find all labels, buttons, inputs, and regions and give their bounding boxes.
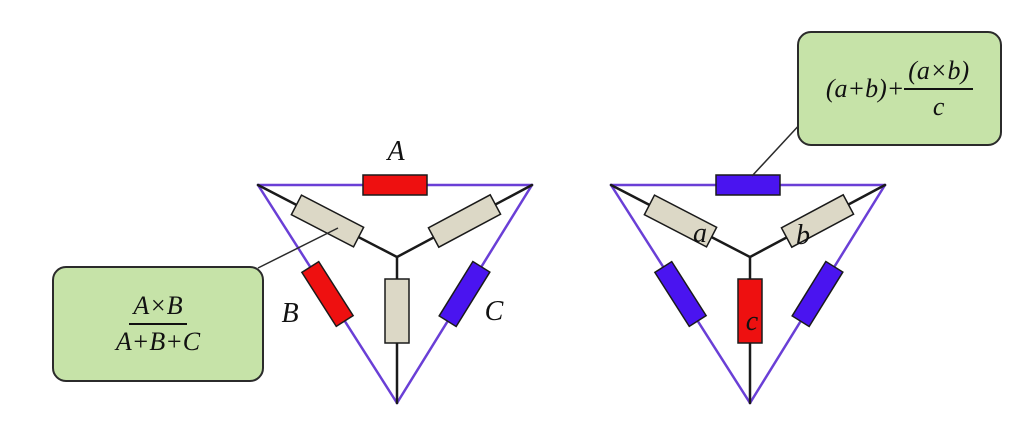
- right-resistor-top: [715, 174, 781, 196]
- right-resistor-star-bottom: [737, 278, 763, 344]
- left-resistor-star-bottom: [384, 278, 410, 344]
- component-labels: A B C a b c: [281, 136, 810, 337]
- right-resistor-star-left: [643, 194, 718, 248]
- leader-line-star: [257, 227, 339, 269]
- star-fraction: A×B A+B+C: [112, 291, 204, 357]
- right-circuit: [609, 174, 887, 405]
- left-resistor-left: [300, 260, 355, 328]
- right-resistor-star-right: [780, 193, 855, 249]
- label-c: c: [746, 306, 759, 337]
- delta-numerator: (a×b): [904, 56, 974, 90]
- left-circuit: [256, 174, 534, 405]
- label-C: C: [485, 296, 504, 327]
- delta-denominator: c: [932, 91, 945, 121]
- star-denominator: A+B+C: [115, 327, 201, 356]
- label-B: B: [281, 298, 298, 329]
- right-resistor-right: [791, 260, 844, 328]
- label-a: a: [693, 218, 707, 249]
- right-resistor-left: [653, 260, 708, 328]
- delta-prefix: (a+b)+: [825, 73, 905, 103]
- left-resistor-star-right: [427, 193, 502, 249]
- left-resistor-star-left: [290, 194, 365, 248]
- callout-delta-formula: (a+b)+ (a×b) c: [797, 31, 1002, 146]
- left-resistor-right: [438, 260, 491, 328]
- delta-fraction: (a×b) c: [904, 56, 974, 122]
- label-A: A: [385, 136, 405, 167]
- star-numerator: A×B: [129, 291, 187, 325]
- callout-star-formula: A×B A+B+C: [52, 266, 264, 382]
- label-b: b: [796, 220, 810, 251]
- left-resistor-top: [362, 174, 428, 196]
